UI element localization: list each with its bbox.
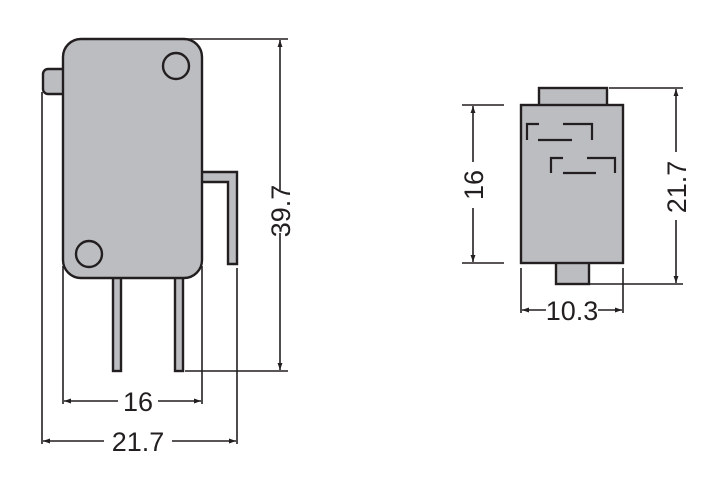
switch-body (61, 37, 204, 280)
pin-left (111, 268, 123, 373)
dimension-pin-spacing: 16 (62, 266, 203, 417)
dimension-overall-height: 21.7 (590, 87, 692, 285)
mounting-hole-top (161, 51, 191, 81)
side-view: 39.7 16 21.7 (41, 37, 296, 457)
dim-label-16: 16 (123, 387, 153, 417)
end-body (519, 103, 625, 265)
dim-label-21-7: 21.7 (112, 427, 165, 457)
switch-symbol-icon (525, 122, 617, 175)
dim-label-16-end: 16 (459, 170, 489, 200)
dim-label-21-7-end: 21.7 (662, 161, 692, 214)
mounting-hole-bottom (74, 239, 104, 269)
dimension-height: 39.7 (185, 38, 296, 372)
bottom-tab (554, 260, 591, 286)
dimension-width: 10.3 (520, 268, 624, 326)
side-terminal (198, 170, 239, 266)
dimension-overall-width: 21.7 (41, 92, 238, 457)
top-tab (537, 86, 609, 108)
end-view: 16 21.7 10.3 (459, 86, 692, 326)
pin-right (173, 268, 185, 373)
dimension-body-height: 16 (459, 104, 504, 264)
dim-label-39-7: 39.7 (266, 185, 296, 238)
dim-label-10-3: 10.3 (546, 296, 599, 326)
